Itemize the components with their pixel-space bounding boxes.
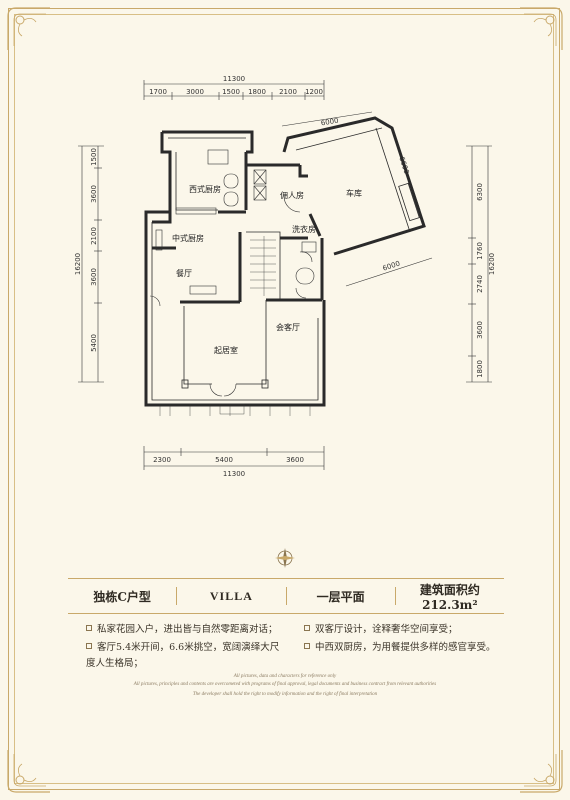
dim-left-seg: 3600	[90, 268, 98, 286]
divider	[285, 587, 287, 605]
compass-icon	[275, 548, 295, 568]
dim-right-total: 16200	[488, 253, 496, 275]
divider	[176, 587, 178, 605]
dim-bottom-total: 11300	[223, 470, 245, 478]
room-western-kitchen: 西式厨房	[189, 184, 221, 194]
feature-item: 中西双厨房，为用餐提供多样的感官享受。	[304, 640, 504, 656]
dim-garage-bottom: 6000	[382, 260, 401, 273]
corner-ornament-icon	[520, 7, 563, 50]
corner-ornament-icon	[7, 7, 50, 50]
room-chinese-kitchen: 中式厨房	[172, 233, 204, 243]
dim-right-seg: 1800	[476, 360, 484, 378]
disclaimer-line: All pictures, data and characters for re…	[233, 674, 337, 679]
walls	[144, 116, 426, 407]
dimension-labels: 11300 1700 3000 1500 1800 2100 1200 2300…	[74, 75, 496, 478]
feature-item: 私家花园入户，进出皆与自然零距离对话；	[86, 622, 286, 638]
room-laundry: 洗衣房	[292, 224, 316, 234]
dim-top-total: 11300	[223, 75, 245, 83]
dim-left-seg: 1500	[90, 148, 98, 166]
bullet-icon	[86, 625, 92, 631]
room-garage: 车库	[346, 188, 362, 198]
fixtures	[149, 149, 317, 416]
room-living: 起居室	[214, 345, 238, 355]
dim-right-seg: 1760	[476, 242, 484, 260]
feature-item: 客厅5.4米开间，6.6米挑空，宽阔演绎大尺度人生格局；	[86, 642, 280, 669]
dim-top-seg: 1200	[305, 88, 323, 96]
disclaimer-line: The developer shall hold the right to mo…	[192, 692, 378, 697]
dim-bottom-seg: 5400	[215, 456, 233, 464]
dim-left-seg: 3600	[90, 185, 98, 203]
room-maid: 佣人房	[280, 190, 304, 200]
divider	[394, 587, 396, 605]
corner-ornament-icon	[520, 750, 563, 793]
dim-right-seg: 3600	[476, 321, 484, 339]
floor-area: 建筑面积约212.3m²	[419, 582, 480, 612]
dimension-lines	[78, 80, 492, 470]
dim-top-seg: 2100	[279, 88, 297, 96]
corner-ornament-icon	[7, 750, 50, 793]
bullet-icon	[86, 643, 92, 649]
dim-left-seg: 5400	[90, 334, 98, 352]
dim-top-seg: 3000	[186, 88, 204, 96]
info-bar: 独栋C户型 VILLA 一层平面 建筑面积约212.3m²	[68, 578, 504, 614]
dim-bottom-seg: 3600	[286, 456, 304, 464]
dim-top-seg: 1800	[248, 88, 266, 96]
model-name: 独栋C户型	[93, 589, 151, 604]
room-dining: 餐厅	[176, 269, 192, 278]
dim-left-total: 16200	[74, 253, 82, 275]
floor-name: 一层平面	[316, 589, 365, 604]
inner-frame	[14, 14, 554, 784]
bullet-icon	[304, 643, 310, 649]
dim-right-seg: 6300	[476, 183, 484, 201]
dim-right-seg: 2740	[476, 275, 484, 293]
outer-frame	[8, 8, 560, 790]
dim-top-seg: 1500	[222, 88, 240, 96]
dim-top-seg: 1700	[149, 88, 167, 96]
disclaimer-line: All pictures, principles and contents ar…	[133, 682, 437, 687]
room-reception: 会客厅	[276, 322, 300, 332]
dim-bottom-seg: 2300	[153, 456, 171, 464]
dim-garage-top: 6000	[320, 117, 339, 128]
room-labels: 西式厨房 中式厨房 餐厅 起居室 会客厅 佣人房 洗衣房 车库	[172, 184, 362, 355]
dim-left-seg: 2100	[90, 227, 98, 245]
feature-item: 双客厅设计，诠释奢华空间享受；	[304, 622, 504, 638]
floor-plan: 11300 1700 3000 1500 1800 2100 1200 2300…	[74, 75, 496, 478]
bullet-icon	[304, 625, 310, 631]
property-type: VILLA	[209, 588, 253, 603]
